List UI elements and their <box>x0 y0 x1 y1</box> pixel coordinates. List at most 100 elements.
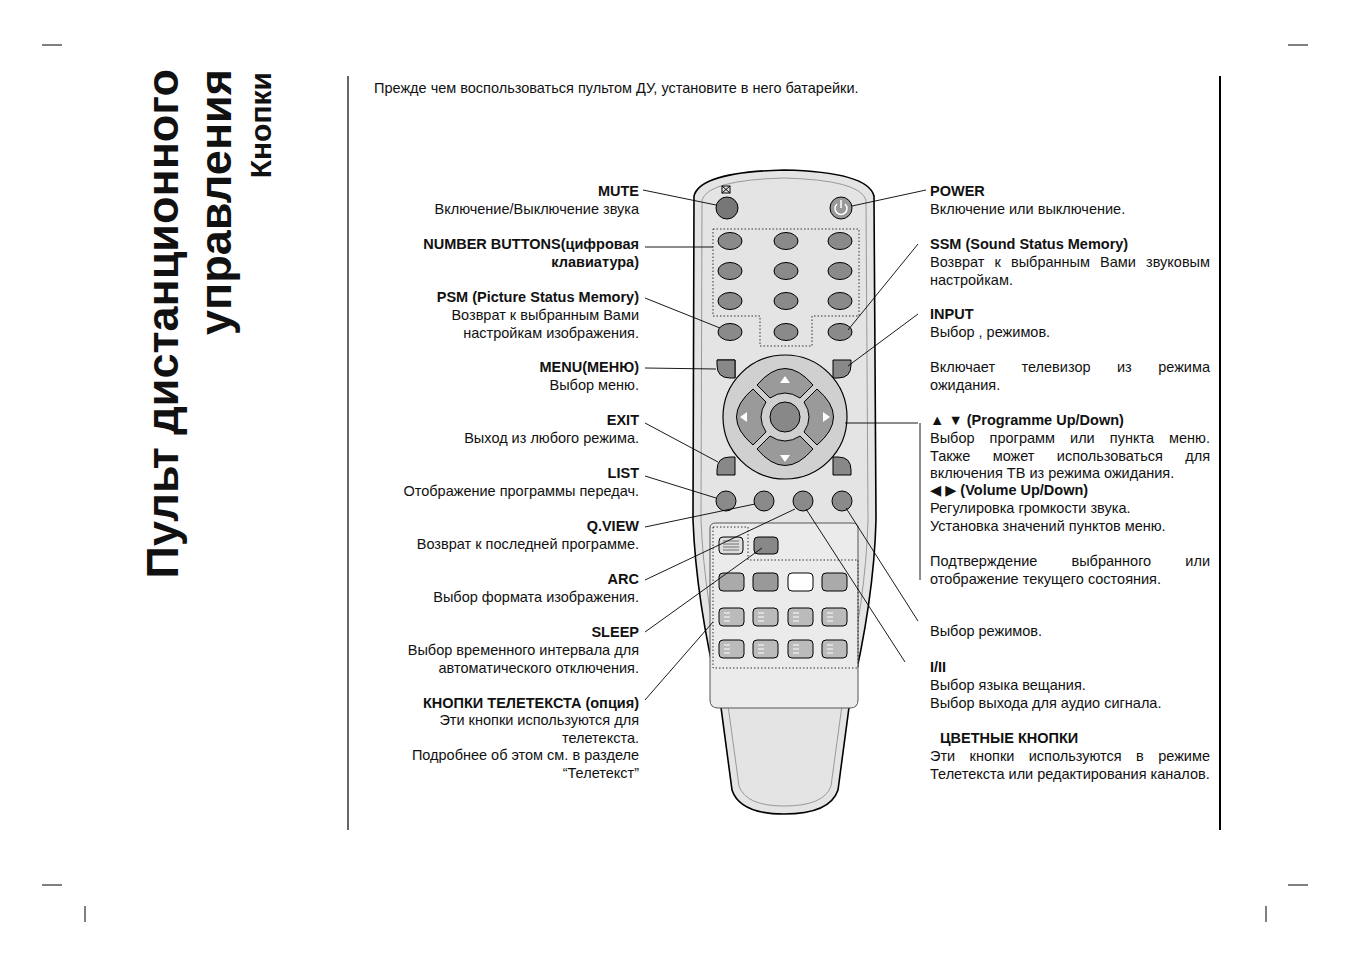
icon-stroke <box>723 550 739 551</box>
remote-edge <box>701 178 868 806</box>
number-button <box>774 293 798 310</box>
number-button <box>718 233 742 250</box>
color-button <box>788 573 813 591</box>
button-name: SSM (Sound Status Memory) <box>930 236 1210 254</box>
icon-stroke <box>827 617 833 618</box>
icon-stroke <box>723 544 739 545</box>
icon-stroke <box>793 645 799 646</box>
button-description: Эти кнопки используются в режиме Телетек… <box>930 748 1210 783</box>
mute-button <box>716 197 738 219</box>
button-name: POWER <box>930 183 1210 201</box>
button-description: Включение или выключение. <box>930 201 1210 219</box>
button-description: Подробнее об этом см. в разделе “Телетек… <box>366 747 639 782</box>
icon-stroke <box>827 621 833 622</box>
teletext-button <box>719 608 744 626</box>
number-buttons <box>718 233 852 341</box>
number-button <box>718 263 742 280</box>
button-name: ЦВЕТНЫЕ КНОПКИ <box>940 730 1210 748</box>
mute-icon <box>722 186 730 193</box>
button-name: Q.VIEW <box>439 518 639 536</box>
icon-stroke <box>724 649 730 650</box>
icon-stroke <box>758 621 764 622</box>
icon-stroke <box>827 645 833 646</box>
button-description: Возврат к последней программе. <box>359 536 639 554</box>
rule <box>347 76 348 830</box>
teletext-outline <box>713 527 858 668</box>
icon-stroke <box>758 653 764 654</box>
button-name: INPUT <box>930 306 1210 324</box>
icon-stroke <box>758 617 764 618</box>
remote-body <box>693 170 876 814</box>
icon-stroke <box>723 541 739 542</box>
teletext-button <box>753 640 778 658</box>
button-name: ▲ ▼ (Programme Up/Down) <box>930 412 1210 430</box>
teletext-panel <box>710 523 858 708</box>
number-button <box>774 233 798 250</box>
color-button <box>753 573 778 591</box>
button-name: EXIT <box>439 412 639 430</box>
leader-lines <box>643 190 926 700</box>
rule <box>1219 76 1221 830</box>
button-name: ARC <box>439 571 639 589</box>
button-description: Включение/Выключение звука <box>389 201 639 219</box>
icon-stroke <box>723 547 739 548</box>
color-button <box>822 573 847 591</box>
teletext-buttons <box>719 537 847 658</box>
button-name: MENU(МЕНЮ) <box>439 359 639 377</box>
icon-stroke <box>758 645 764 646</box>
number-button <box>828 324 852 341</box>
input-button <box>833 360 851 378</box>
button-name: ◀ ▶ (Volume Up/Down) <box>930 482 1210 500</box>
teletext-button <box>822 608 847 626</box>
button-description: Выбор языка вещания. <box>930 677 1210 695</box>
button-name: PSM (Picture Status Memory) <box>389 289 639 307</box>
number-button <box>718 293 742 310</box>
button-description: Выбор временного интервала для автоматич… <box>366 642 639 677</box>
number-button <box>828 233 852 250</box>
icon-stroke <box>724 645 730 646</box>
button-description: Регулировка громкости звука. <box>930 500 1210 518</box>
icon-stroke <box>724 653 730 654</box>
arrow-marks <box>740 376 830 462</box>
teletext-button <box>822 640 847 658</box>
button-name: MUTE <box>439 183 639 201</box>
icon-stroke <box>827 653 833 654</box>
number-button <box>828 293 852 310</box>
nav-ring <box>723 355 847 479</box>
arrow-pads <box>737 369 834 466</box>
icon-stroke <box>724 613 730 614</box>
ok-button <box>770 402 800 432</box>
button-description: Выбор программ или пункта меню. Также мо… <box>930 430 1210 483</box>
button-name: КНОПКИ ТЕЛЕТЕКСТА (опция) <box>369 695 639 713</box>
exit-button <box>717 457 735 475</box>
keypad-outline <box>713 229 859 346</box>
page-subtitle: Кнопки <box>244 72 280 214</box>
button-description: Подтверждение выбранного или отображение… <box>930 553 1210 588</box>
button-description: Выбор выхода для аудио сигнала. <box>930 695 1210 713</box>
button-description: Установка значений пунктов меню. <box>930 518 1210 536</box>
button-description: Возврат к выбранным Вами звуковым настро… <box>930 254 1210 289</box>
icon-stroke <box>793 653 799 654</box>
button-description: Эти кнопки используются для телетекста. <box>399 712 639 747</box>
button-name: I/II <box>930 659 1210 677</box>
number-button <box>828 263 852 280</box>
button-description: Выбор формата изображения. <box>359 589 639 607</box>
intro-note: Прежде чем воспользоваться пультом ДУ, у… <box>374 80 1094 98</box>
icon-stroke <box>827 613 833 614</box>
number-button <box>774 324 798 341</box>
button-description: Выход из любого режима. <box>399 430 639 448</box>
crop-marks <box>42 45 1308 922</box>
button-description: Возврат к выбранным Вами настройкам изоб… <box>409 307 639 342</box>
button-name: LIST <box>439 465 639 483</box>
button-description: Выбор режимов. <box>930 623 1210 641</box>
icon-stroke <box>793 617 799 618</box>
number-button <box>774 263 798 280</box>
menu-button <box>717 360 735 378</box>
button-description: Включает телевизор из режима ожидания. <box>930 359 1210 394</box>
button-name: NUMBER BUTTONS(цифровая клавиатура) <box>389 236 639 271</box>
teletext-button <box>753 608 778 626</box>
icon-stroke <box>827 649 833 650</box>
button-description: Выбор , режимов. <box>930 324 1210 342</box>
icon-stroke <box>758 649 764 650</box>
icon-stroke <box>793 621 799 622</box>
